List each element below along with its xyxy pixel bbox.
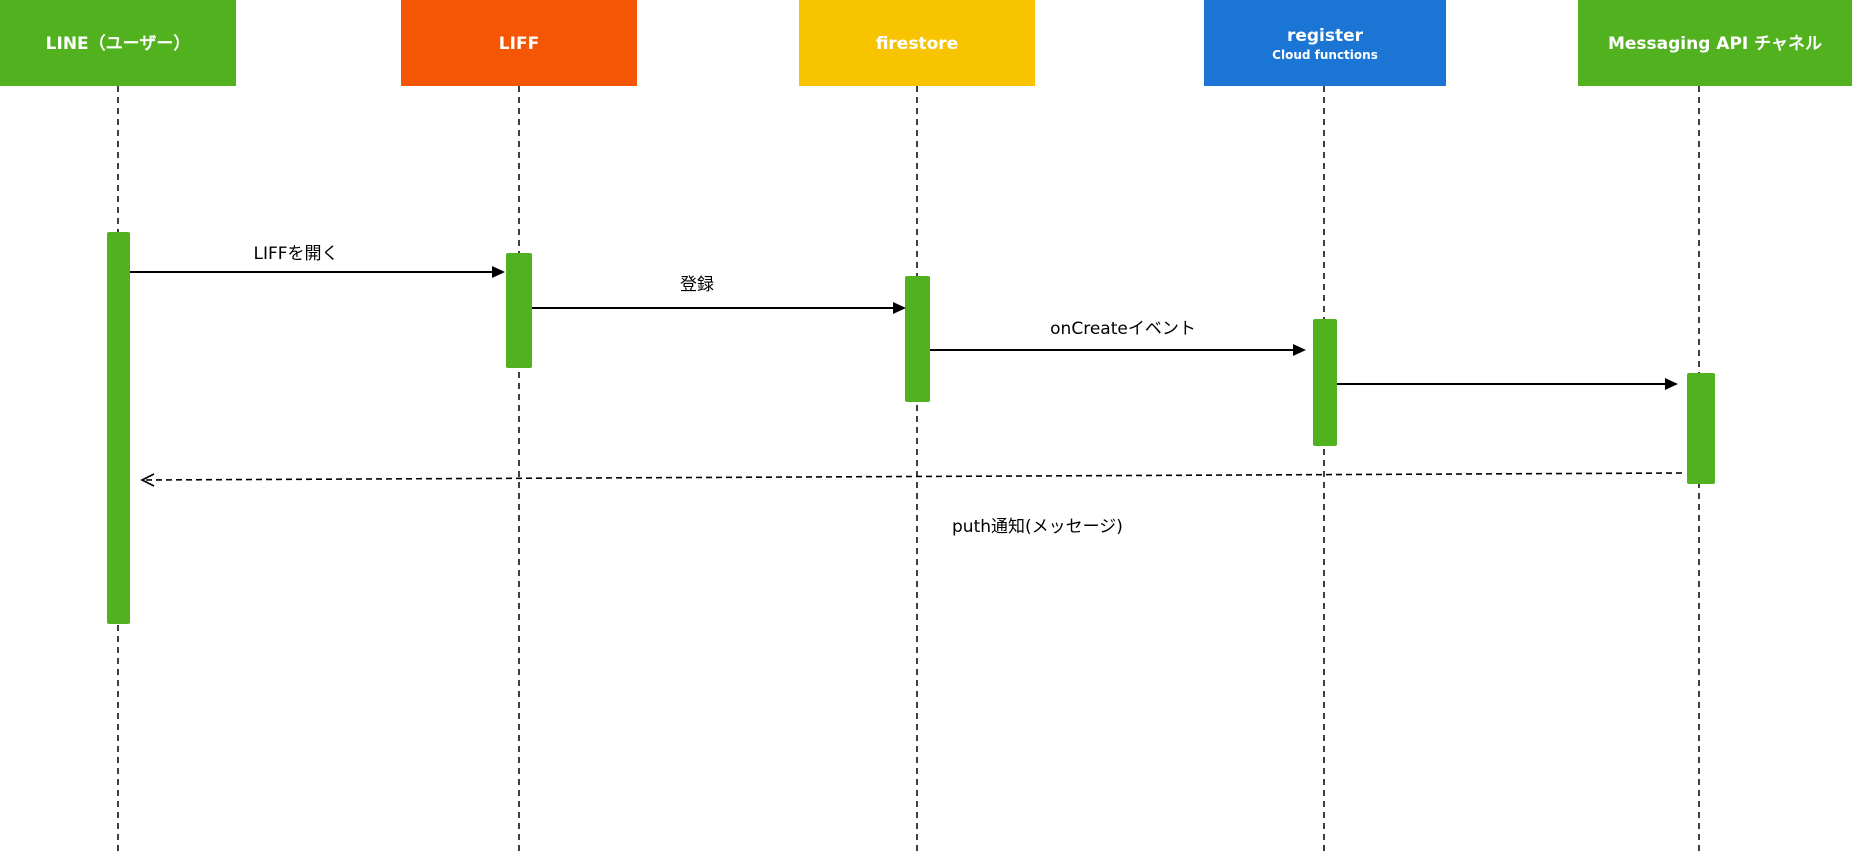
participant-title-messaging-api: Messaging API チャネル [1608, 34, 1822, 54]
participant-title-liff: LIFF [499, 34, 539, 54]
message-open-liff[interactable]: LIFFを開く [130, 244, 505, 278]
participant-liff[interactable]: LIFF [401, 0, 637, 86]
participant-box-line-user [0, 0, 236, 86]
message-register-data[interactable]: 登録 [532, 275, 906, 314]
participant-firestore[interactable]: firestore [799, 0, 1035, 86]
participant-messaging-api[interactable]: Messaging API チャネル [1578, 0, 1852, 86]
participant-register[interactable]: register Cloud functions [1204, 0, 1446, 86]
activation-register [1313, 319, 1337, 446]
participant-title-firestore: firestore [876, 34, 958, 54]
lifelines [117, 86, 1700, 852]
activation-messaging-api [1687, 373, 1715, 484]
participant-box-messaging-api [1578, 0, 1852, 86]
activations [107, 232, 1715, 624]
participant-box-liff [401, 0, 637, 86]
participant-title-line-user: LINE（ユーザー） [46, 33, 191, 54]
participant-title-register: register [1287, 26, 1364, 46]
arrowhead-push-notification [140, 473, 155, 487]
message-label-oncreate-event: onCreateイベント [1050, 319, 1196, 339]
message-line-push-notification [143, 472, 1683, 481]
message-oncreate-event[interactable]: onCreateイベント [930, 319, 1306, 356]
message-label-open-liff: LIFFを開く [253, 244, 338, 264]
arrowhead-open-liff [492, 266, 505, 278]
arrowhead-oncreate-event [1293, 344, 1306, 356]
activation-liff [506, 253, 532, 368]
activation-firestore [905, 276, 930, 402]
message-push-notification[interactable]: puth通知(メッセージ) [140, 472, 1683, 537]
participant-subtitle-register: Cloud functions [1272, 48, 1378, 62]
message-label-push-notification: puth通知(メッセージ) [952, 517, 1123, 537]
activation-line-user [107, 232, 130, 624]
participant-box-register [1204, 0, 1446, 86]
message-call-messaging[interactable] [1337, 378, 1678, 390]
participant-box-firestore [799, 0, 1035, 86]
message-label-register-data: 登録 [680, 275, 714, 295]
participant-line-user[interactable]: LINE（ユーザー） [0, 0, 236, 86]
arrowhead-call-messaging [1665, 378, 1678, 390]
arrowhead-register-data [893, 302, 906, 314]
